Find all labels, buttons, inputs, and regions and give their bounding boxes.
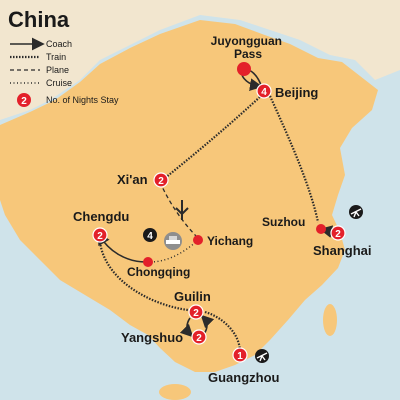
xian-label: Xi'an [117,172,148,187]
xian-nights: 2 [158,176,164,187]
guangzhou-nights: 1 [237,351,243,362]
legend-nights-badge [17,93,31,107]
shanghai-label: Shanghai [313,243,372,258]
suzhou-label: Suzhou [262,215,305,229]
cruise-nights: 4 [147,231,153,242]
chongqing-marker [143,257,153,267]
juyongguan-label-line2: Pass [234,47,262,61]
ship-icon [164,232,182,250]
juyongguan-label: Juyongguan Pass [211,34,286,61]
legend-nights-badge-number: 2 [21,96,27,107]
guilin-label: Guilin [174,289,211,304]
legend-nights-label: No. of Nights Stay [46,95,119,105]
legend-cruise-label: Cruise [46,78,72,88]
guilin-nights: 2 [193,308,199,319]
chengdu-label: Chengdu [73,209,129,224]
hainan-island [159,384,191,400]
legend-plane-label: Plane [46,65,69,75]
xian-badge [153,172,169,188]
beijing-nights: 4 [261,87,267,98]
beijing-badge [256,83,272,99]
guangzhou-label: Guangzhou [208,370,280,385]
cruise-nights-badge [143,228,157,242]
guilin-badge [188,304,204,320]
route-train-chengdu-guilin [98,241,189,312]
china-land [0,20,378,372]
legend-train-label: Train [46,52,66,62]
juyongguan-label-line1: Juyongguan [211,34,282,48]
chongqing-label: Chongqing [127,265,190,279]
guangzhou-badge [232,347,248,363]
neighbor-land [0,0,400,120]
shanghai-nights: 2 [335,229,341,240]
chengdu-badge [92,227,108,243]
route-coach-guilin-yangshuo [179,317,194,338]
juyongguan-marker [237,62,251,76]
yangshuo-badge [191,329,207,345]
route-cruise-yichang-chongqing [149,239,199,263]
taiwan-island [323,304,337,336]
map-title: China [8,7,70,32]
route-train-beijing-suzhou [268,95,320,223]
chengdu-nights: 2 [97,231,103,242]
shanghai-badge [330,225,346,241]
legend-coach-label: Coach [46,39,72,49]
legend: China Coach Train Plane Cruise 2 No. of … [8,7,119,107]
route-train-beijing-xian [164,94,263,179]
yangshuo-label: Yangshuo [121,330,183,345]
yichang-label: Yichang [207,234,253,248]
plane-icon [175,200,189,220]
yangshuo-nights: 2 [196,333,202,344]
route-plane-xian-yichang [159,181,199,239]
guangzhou-plane-icon [255,349,269,363]
yichang-marker [193,235,203,245]
beijing-label: Beijing [275,85,318,100]
suzhou-marker [316,224,326,234]
shanghai-plane-icon [349,205,363,219]
